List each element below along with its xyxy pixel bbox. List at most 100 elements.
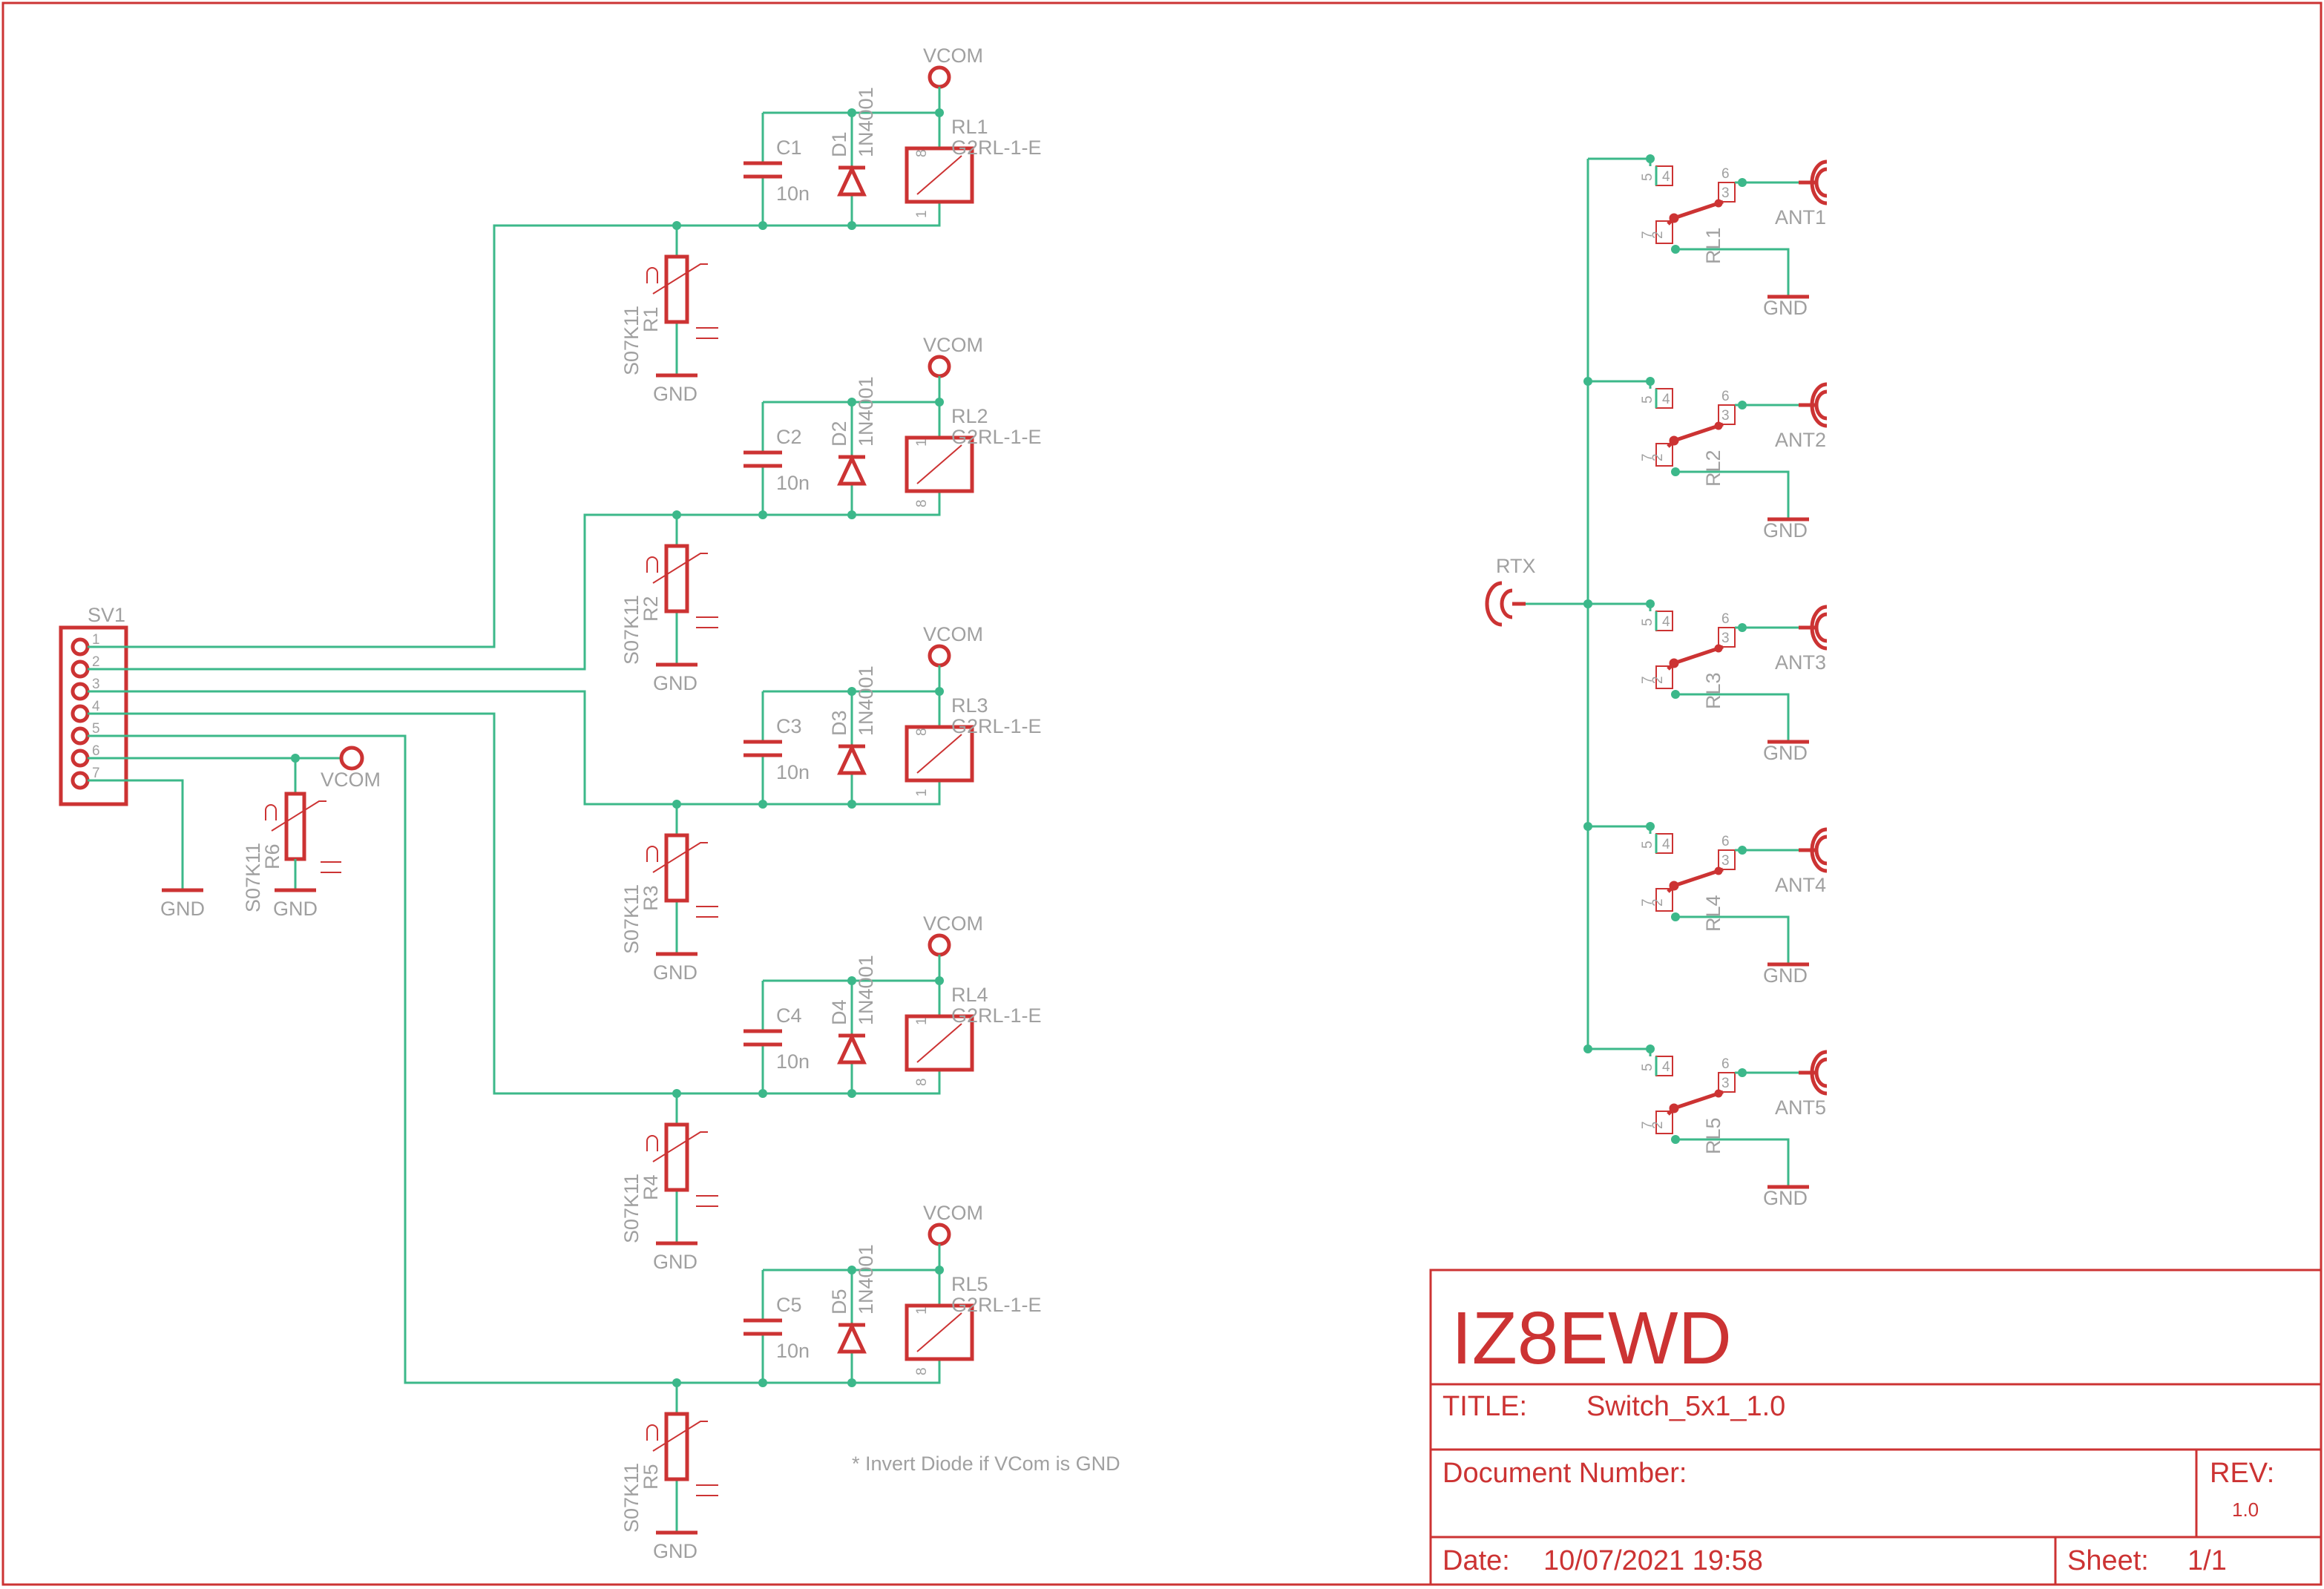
capacitor-ref: C4 [776,1004,802,1027]
coil-pin: 8 [914,1367,930,1375]
diode-value: 1N4001 [855,955,877,1025]
gnd-label: GND [1763,519,1808,542]
control-wires [128,224,677,1384]
varistor [646,515,718,667]
capacitor-ref: C3 [776,715,802,737]
gnd-label: GND [1763,1187,1808,1209]
vcom-port [928,65,951,89]
title-value: Switch_5x1_1.0 [1586,1391,1785,1422]
gnd-label: GND [653,672,697,694]
contact-pin: 3 [1721,631,1730,646]
relay-value: G2RL-1-E [951,136,1042,159]
vcom-label: VCOM [923,1202,983,1224]
r6-ref: R6 [261,843,283,869]
coil-pin: 1 [914,789,930,797]
connector-pin [70,771,90,790]
relay-coil [905,725,974,783]
capacitor [744,1270,782,1383]
vcom-port [928,644,951,668]
connector-ref: SV1 [88,604,125,626]
contact-pin: 7 [1640,676,1655,684]
contact-pin: 7 [1640,231,1655,239]
relay-ref: RL2 [951,405,988,427]
contact-pin: 6 [1721,166,1730,182]
antenna-label: ANT3 [1775,651,1826,674]
vcom-label: VCOM [923,623,983,645]
contact-pin: 2 [1650,676,1666,684]
coil-pin: 1 [914,1306,930,1315]
varistor-ref: R3 [640,885,662,911]
relay-contact-ref: RL2 [1702,450,1724,487]
rev-value: 1.0 [2232,1498,2259,1521]
varistor [646,1093,718,1246]
varistor-value: S07K11 [620,595,643,665]
relay-contact-ref: RL4 [1702,895,1724,932]
varistor-r6: R6 S07K11 [242,792,341,912]
connector-pin [70,704,90,723]
relay-ref: RL3 [951,694,988,717]
relay-ref: RL4 [951,984,988,1006]
connector-pin-number: 5 [92,721,100,737]
relay-ref: RL5 [951,1273,988,1295]
varistor-ref: R5 [640,1464,662,1490]
sheet-label: Sheet: [2067,1545,2149,1576]
coil-pin: 8 [914,1078,930,1086]
antenna-connector-icon [1799,159,1828,205]
diode-note: * Invert Diode if VCom is GND [852,1453,1120,1475]
rtx-connector-icon [1485,581,1526,627]
antenna-connector-icon [1799,605,1828,651]
relay-contact-ref: RL3 [1702,672,1724,709]
varistor [646,1383,718,1535]
company-name: IZ8EWD [1451,1297,1732,1380]
capacitor-value: 10n [776,1340,810,1362]
connector-pin [70,637,90,657]
contact-pin: 4 [1662,614,1670,630]
capacitor-ref: C5 [776,1294,802,1316]
contact-pin: 2 [1650,898,1666,907]
contact-pin: 7 [1640,453,1655,461]
relay-ref: RL1 [951,116,988,138]
varistor-value: S07K11 [620,1174,643,1243]
antenna-connector-icon [1799,827,1828,873]
relay-value: G2RL-1-E [951,715,1042,737]
capacitor [744,691,782,804]
relay-value: G2RL-1-E [951,426,1042,448]
gnd-label: GND [1763,297,1808,319]
diode-ref: D3 [828,710,850,736]
diode [837,1270,867,1383]
contact-pin: 4 [1662,392,1670,407]
varistor-ref: R1 [640,306,662,332]
varistor-value: S07K11 [620,884,643,954]
rev-label: REV: [2210,1458,2274,1489]
connector-pin [70,726,90,746]
diode-value: 1N4001 [855,87,877,157]
gnd-label: GND [273,898,318,920]
diode [837,402,867,515]
capacitor-value: 10n [776,182,810,205]
contact-pin: 5 [1640,173,1655,181]
antenna-label: ANT2 [1775,429,1826,451]
rtx-label: RTX [1496,555,1536,577]
vcom-label: VCOM [923,912,983,935]
relay-coil [905,1303,974,1361]
capacitor [744,113,782,226]
capacitor-ref: C1 [776,136,802,159]
capacitor [744,981,782,1093]
varistor-ref: R4 [640,1174,662,1200]
connector-pin-number: 7 [92,766,100,781]
vcom-label: VCOM [923,45,983,67]
contact-pin: 2 [1650,231,1666,239]
r6-value: S07K11 [242,843,264,912]
contact-pin: 2 [1650,1121,1666,1129]
title-block: IZ8EWD TITLE: Switch_5x1_1.0 Document Nu… [1429,1269,2323,1586]
